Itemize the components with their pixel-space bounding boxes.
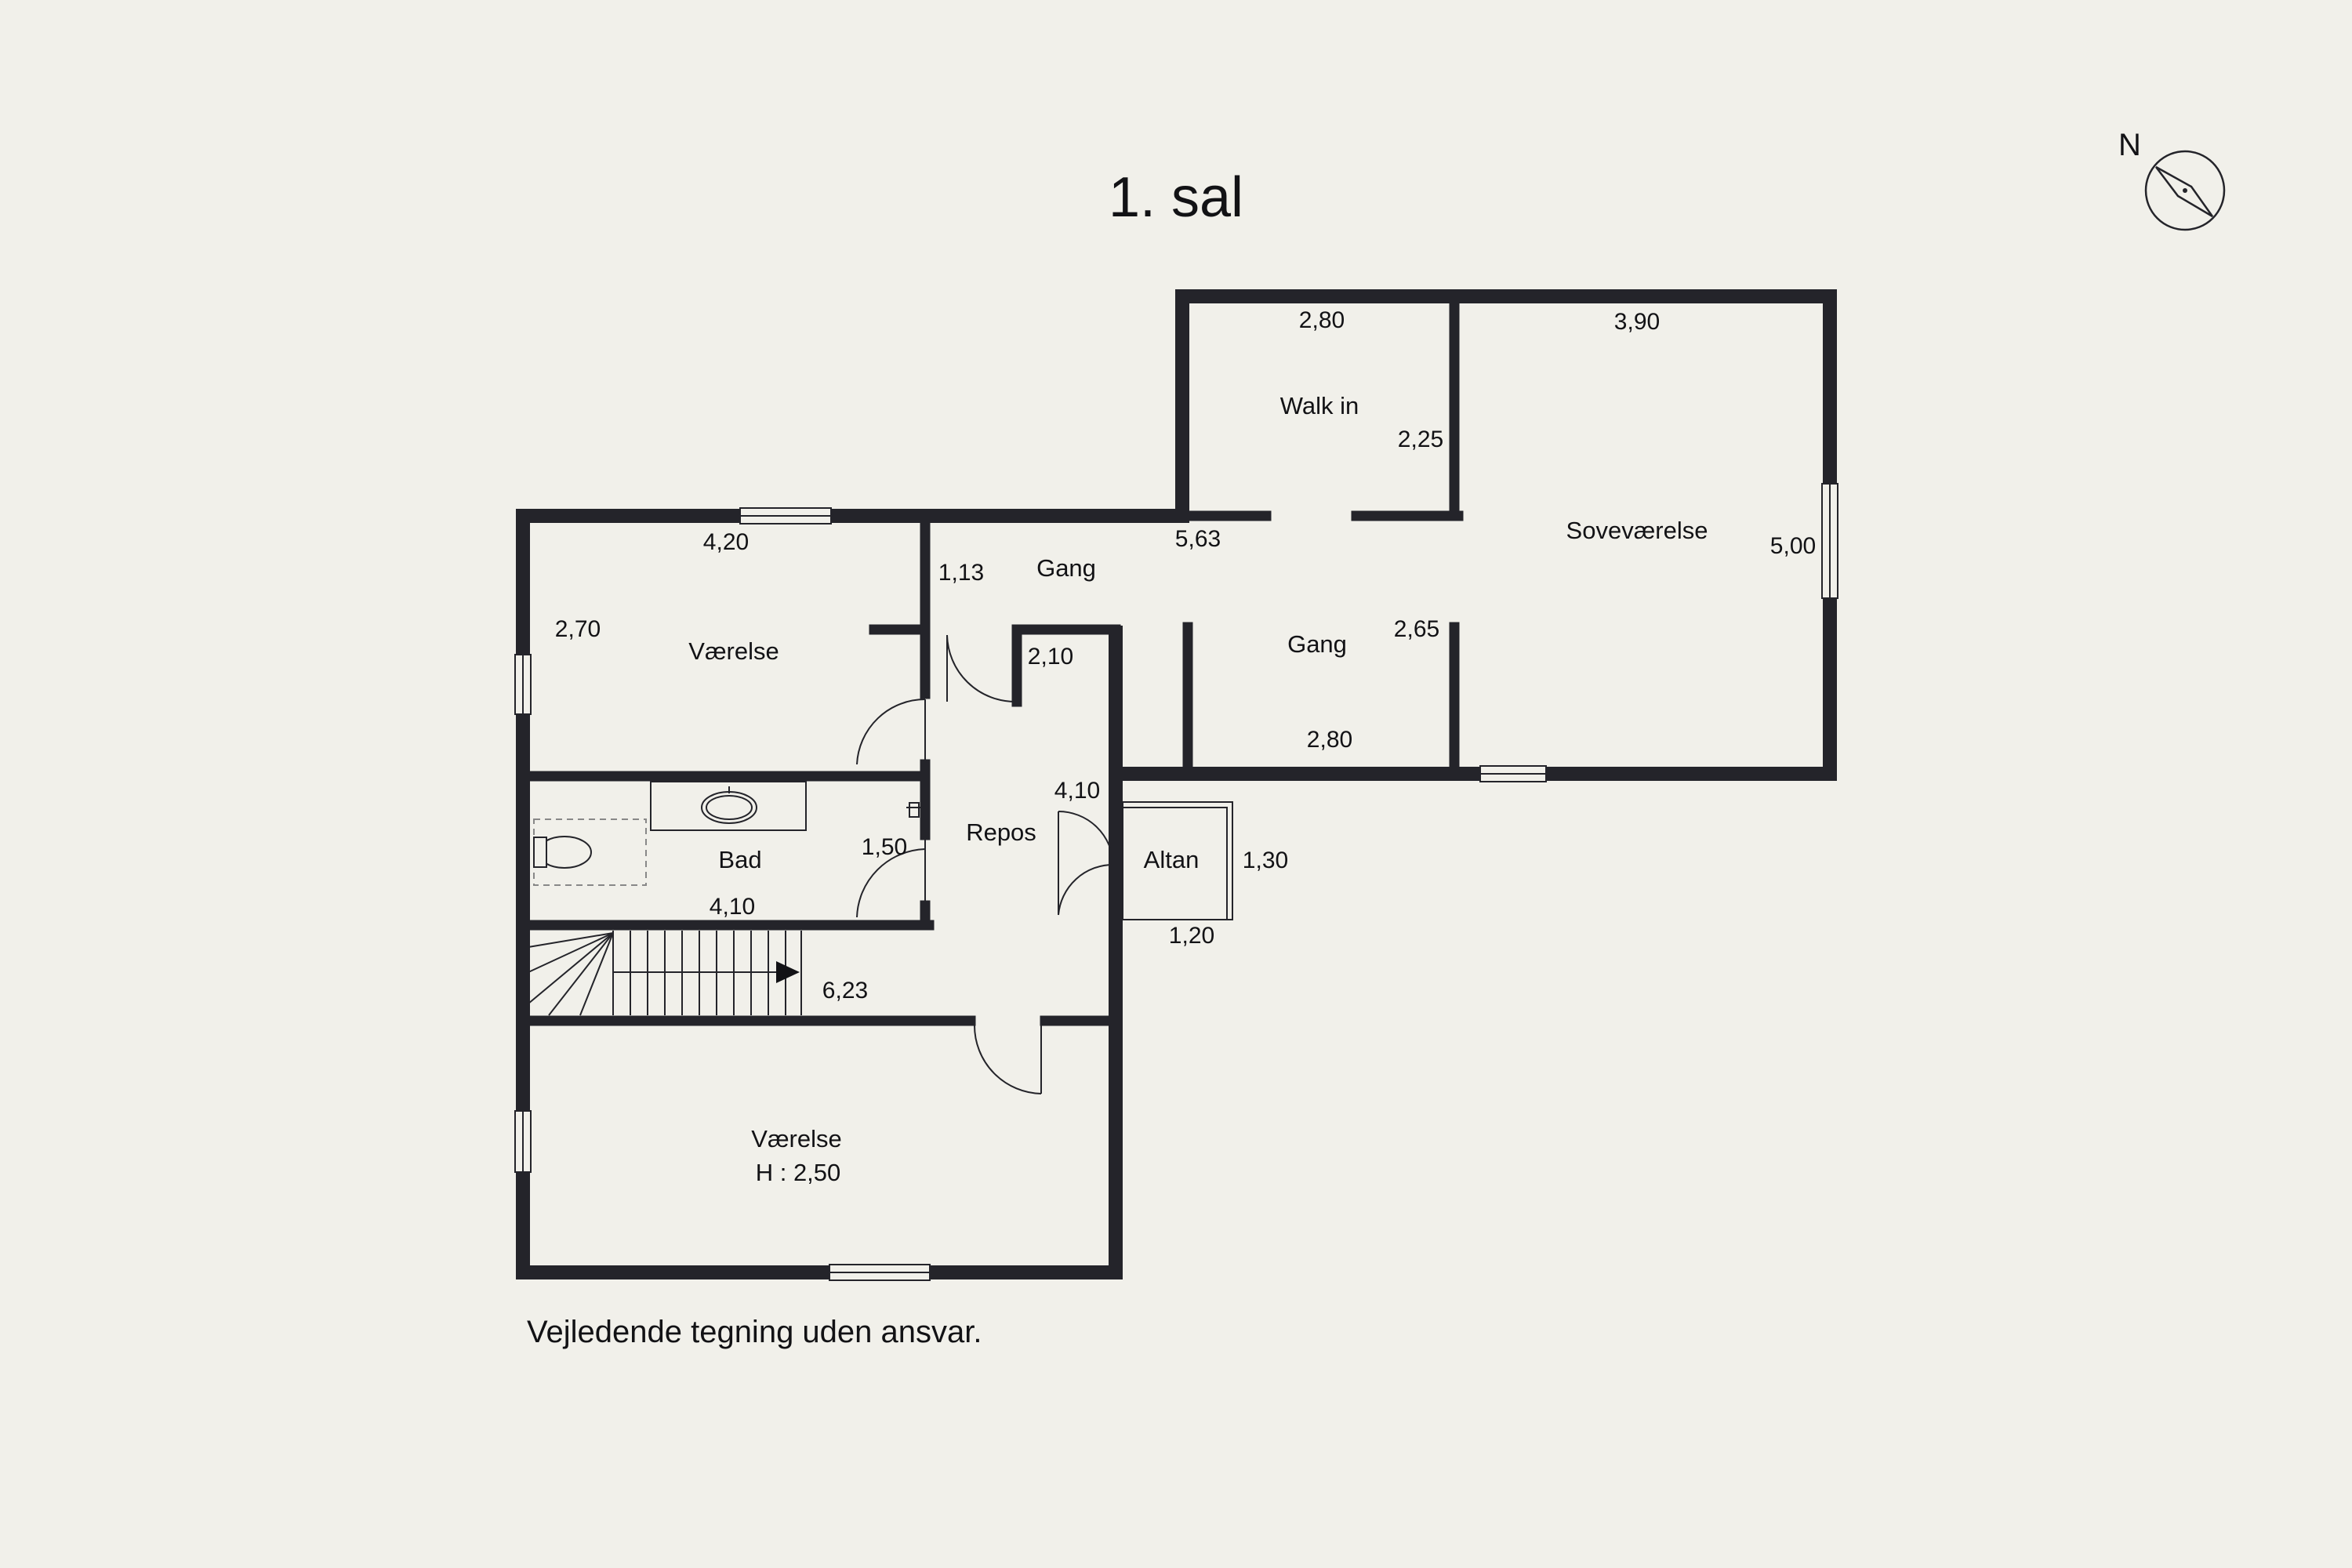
- windows: [514, 483, 1838, 1281]
- dimension-label: 4,20: [703, 529, 749, 555]
- room-label-vaerelse-top: Værelse: [688, 637, 779, 665]
- dimension-label: 1,30: [1243, 848, 1288, 873]
- dimension-label: 1,20: [1169, 923, 1214, 949]
- compass-north-label: N: [2118, 128, 2141, 162]
- bathroom-fixtures: [533, 781, 922, 886]
- north-compass: N: [2118, 128, 2226, 231]
- dimension-label: 4,10: [1054, 778, 1100, 804]
- dimension-label: 5,63: [1175, 526, 1221, 552]
- room-label-gang-2: Gang: [1287, 630, 1347, 658]
- staircase: [528, 931, 802, 1016]
- dimension-label: 6,23: [822, 978, 868, 1004]
- balcony: [1122, 801, 1233, 920]
- floor-title: 1. sal: [1109, 166, 1243, 229]
- doors: [856, 634, 1114, 1094]
- dimension-label: 1,50: [862, 834, 907, 860]
- stair-direction-arrow: [776, 961, 800, 983]
- room-height-label: H : 2,50: [756, 1159, 841, 1186]
- dimension-label: 2,80: [1299, 307, 1345, 333]
- dimension-label: 2,80: [1307, 727, 1352, 753]
- room-label-vaerelse-bottom: Værelse: [751, 1125, 841, 1152]
- room-label-altan: Altan: [1144, 846, 1200, 873]
- dimension-label: 2,70: [555, 616, 601, 642]
- room-label-bad: Bad: [718, 846, 761, 873]
- dimension-label: 2,65: [1394, 616, 1439, 642]
- dimension-label: 2,25: [1398, 426, 1443, 452]
- room-label-gang-1: Gang: [1036, 554, 1096, 582]
- dimension-label: 2,10: [1028, 644, 1073, 670]
- dimension-label: 4,10: [710, 894, 755, 920]
- room-label-walk-in: Walk in: [1280, 392, 1359, 419]
- room-labels: Værelse Bad Repos Gang Gang Walk in Sove…: [688, 392, 1708, 1186]
- compass-needle-icon: [2155, 165, 2214, 218]
- dimension-label: 1,13: [938, 560, 984, 586]
- exterior-walls: [516, 289, 1837, 1279]
- room-label-repos: Repos: [966, 818, 1036, 846]
- dimension-label: 5,00: [1770, 533, 1816, 559]
- disclaimer-text: Vejledende tegning uden ansvar.: [527, 1315, 982, 1349]
- dimension-label: 3,90: [1614, 309, 1660, 335]
- room-label-sovevaerelse: Soveværelse: [1566, 517, 1708, 544]
- interior-walls: [523, 296, 1464, 1026]
- dimension-labels: 4,20 2,70 1,13 5,63 2,10 4,10 1,50 4,10 …: [555, 307, 1816, 1004]
- compass-icon: [2144, 150, 2226, 231]
